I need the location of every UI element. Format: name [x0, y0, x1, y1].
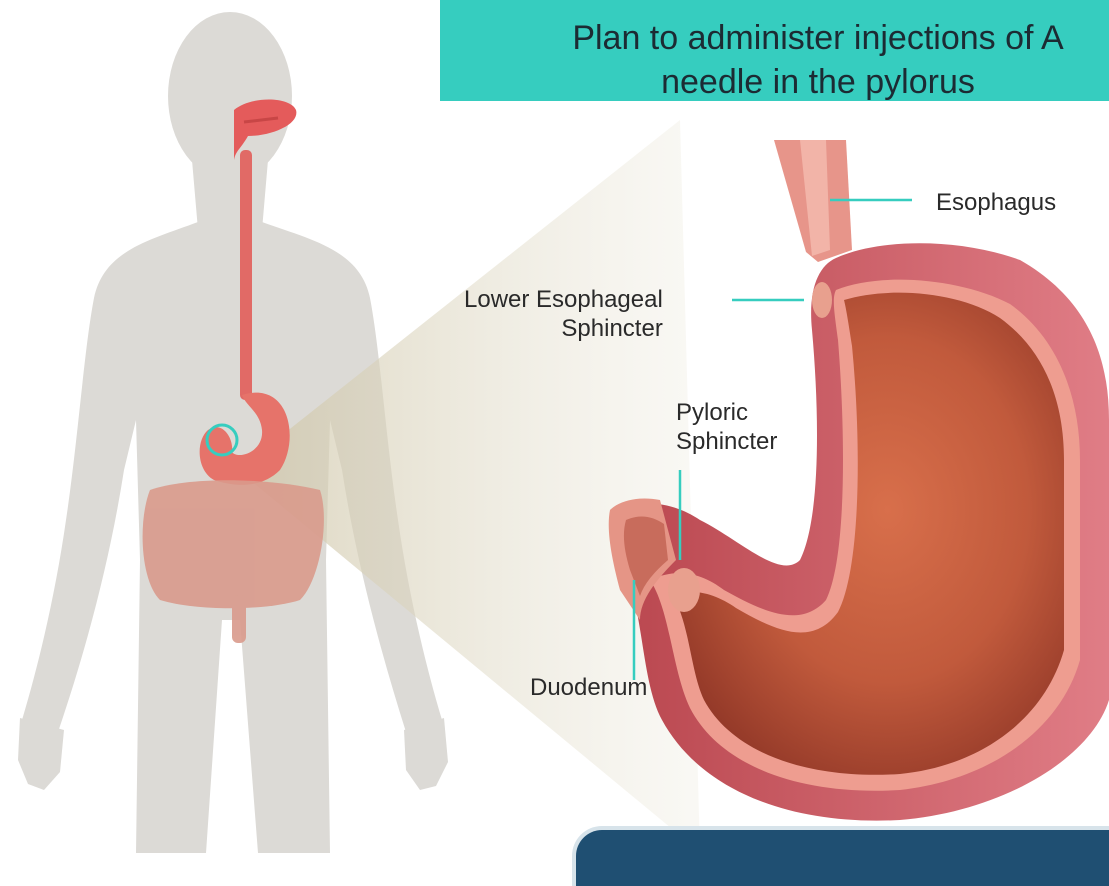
banner-line-1: Plan to administer injections of A	[468, 16, 1109, 60]
info-panel	[572, 826, 1109, 886]
pyloric-line-1: Pyloric	[676, 398, 777, 427]
label-pyloric-sphincter: Pyloric Sphincter	[676, 398, 777, 456]
diagram-graphics	[0, 0, 1109, 853]
banner-title: Plan to administer injections of A needl…	[468, 16, 1109, 101]
les-line-2: Sphincter	[464, 314, 663, 343]
banner-line-2: needle in the pylorus	[468, 60, 1109, 101]
anatomy-diagram: Plan to administer injections of A needl…	[0, 0, 1109, 853]
pyloric-line-2: Sphincter	[676, 427, 777, 456]
les-line-1: Lower Esophageal	[464, 285, 663, 314]
label-lower-esophageal-sphincter: Lower Esophageal Sphincter	[464, 285, 663, 343]
label-esophagus: Esophagus	[936, 188, 1056, 217]
title-banner: Plan to administer injections of A needl…	[440, 0, 1109, 101]
label-duodenum: Duodenum	[530, 673, 647, 702]
